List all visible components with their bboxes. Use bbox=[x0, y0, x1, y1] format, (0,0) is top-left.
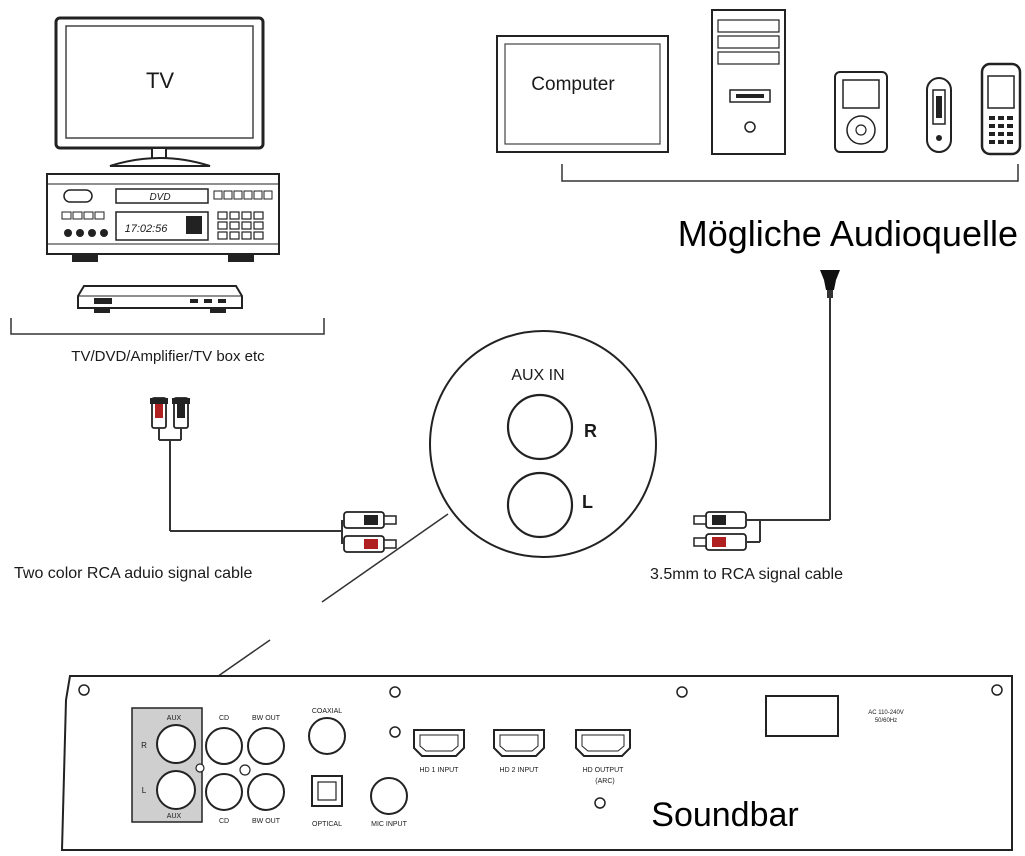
aux-in-title: AUX IN bbox=[511, 367, 564, 384]
sb-aux-l: L bbox=[142, 786, 147, 795]
sb-bwout-bottom: BW OUT bbox=[252, 818, 281, 825]
sb-hd1-label: HD 1 INPUT bbox=[420, 767, 460, 774]
dvd-amplifier: DVD 17:02:56 bbox=[46, 173, 280, 262]
cable-3-5mm-to-rca bbox=[693, 270, 840, 551]
aux-l-label: L bbox=[582, 492, 593, 512]
sb-arc-label: (ARC) bbox=[595, 778, 614, 785]
right-group-bracket bbox=[561, 164, 1019, 182]
dvd-display-text: DVD bbox=[149, 192, 170, 203]
computer-monitor: Computer bbox=[496, 35, 669, 153]
sb-cd-top: CD bbox=[219, 715, 229, 722]
sb-bwout-top: BW OUT bbox=[252, 715, 281, 722]
aux-l-jack bbox=[506, 471, 574, 539]
aux-in-zoom: AUX IN R L bbox=[429, 330, 657, 558]
sb-coaxial-label: COAXIAL bbox=[312, 708, 342, 715]
sb-power-line1: AC 110-240V bbox=[868, 710, 904, 716]
sb-power-line2: 50/60Hz bbox=[875, 718, 897, 724]
pc-tower bbox=[711, 9, 786, 155]
aux-r-label: R bbox=[584, 421, 597, 441]
sb-hdout-label: HD OUTPUT bbox=[583, 767, 625, 774]
right-group-label: Mögliche Audioquelle bbox=[678, 213, 1018, 254]
zoom-pointer-line bbox=[321, 513, 449, 603]
usb-player bbox=[926, 77, 952, 153]
left-group-label: TV/DVD/Amplifier/TV box etc bbox=[71, 348, 265, 365]
tv-box bbox=[77, 285, 243, 313]
sb-hd2-label: HD 2 INPUT bbox=[500, 767, 540, 774]
left-group-bracket bbox=[10, 318, 325, 335]
mobile-phone bbox=[980, 62, 1022, 156]
cable-rca-two-color bbox=[150, 397, 397, 553]
sb-aux-top: AUX bbox=[167, 715, 182, 722]
soundbar-panel: AUX AUX R L CD CD BW OUT BW OUT COAXIAL … bbox=[60, 675, 1013, 851]
sb-aux-bottom: AUX bbox=[167, 813, 182, 820]
sb-aux-r: R bbox=[141, 741, 147, 750]
tv-label: TV bbox=[146, 68, 174, 93]
sb-cd-bottom: CD bbox=[219, 818, 229, 825]
soundbar-title: Soundbar bbox=[651, 796, 798, 834]
tv: TV bbox=[54, 16, 265, 167]
mp3-player bbox=[834, 71, 888, 153]
computer-label: Computer bbox=[531, 74, 615, 95]
left-cable-label: Two color RCA aduio signal cable bbox=[14, 565, 252, 582]
dvd-time-display: 17:02:56 bbox=[125, 223, 169, 235]
right-cable-label: 3.5mm to RCA signal cable bbox=[650, 566, 843, 583]
sb-mic-label: MIC INPUT bbox=[371, 821, 408, 828]
sb-optical-label: OPTICAL bbox=[312, 821, 342, 828]
aux-r-jack bbox=[506, 393, 574, 461]
